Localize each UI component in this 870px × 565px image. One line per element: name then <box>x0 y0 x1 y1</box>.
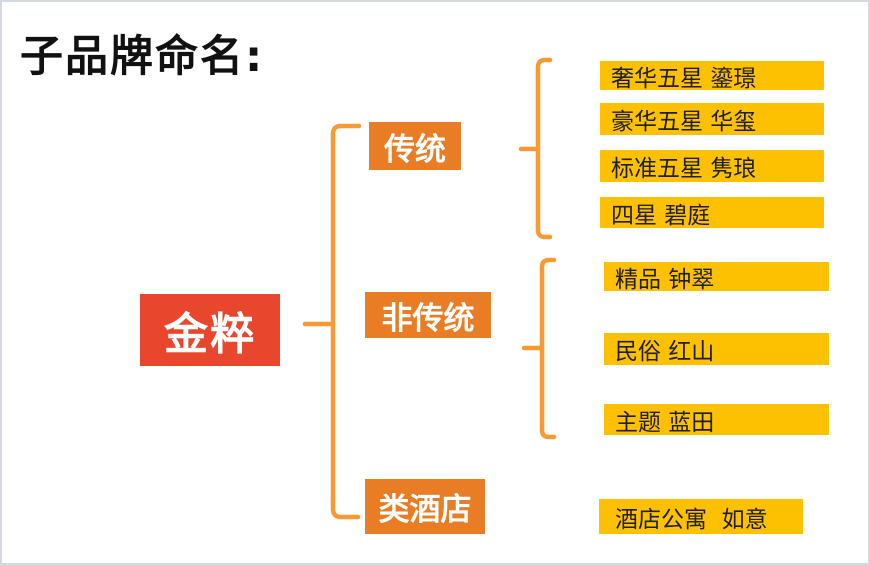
root-node-label: 金粹 <box>164 309 256 360</box>
root-brace <box>330 123 362 520</box>
leaf-box: 豪华五星 华玺 <box>600 103 824 135</box>
branch-label: 传统 <box>384 131 446 168</box>
leaf-box: 标准五星 隽琅 <box>600 150 824 182</box>
leaf-box: 酒店公寓 如意 <box>599 499 803 534</box>
leaf-box: 四星 碧庭 <box>600 197 824 229</box>
branch-node-traditional: 传统 <box>369 122 461 170</box>
root-node: 金粹 <box>140 294 280 366</box>
leaf-box: 主题 蓝田 <box>604 404 829 436</box>
branch-node-hotel-like: 类酒店 <box>365 479 485 534</box>
leaf-box: 民俗 红山 <box>604 333 829 365</box>
branch-node-non-traditional: 非传统 <box>365 292 491 338</box>
leaf-box: 精品 钟翠 <box>604 262 829 293</box>
branch-label: 非传统 <box>381 300 475 337</box>
page-title: 子品牌命名: <box>20 32 265 82</box>
branch-label: 类酒店 <box>378 492 472 528</box>
leaf-box: 奢华五星 鎏璟 <box>600 61 824 92</box>
